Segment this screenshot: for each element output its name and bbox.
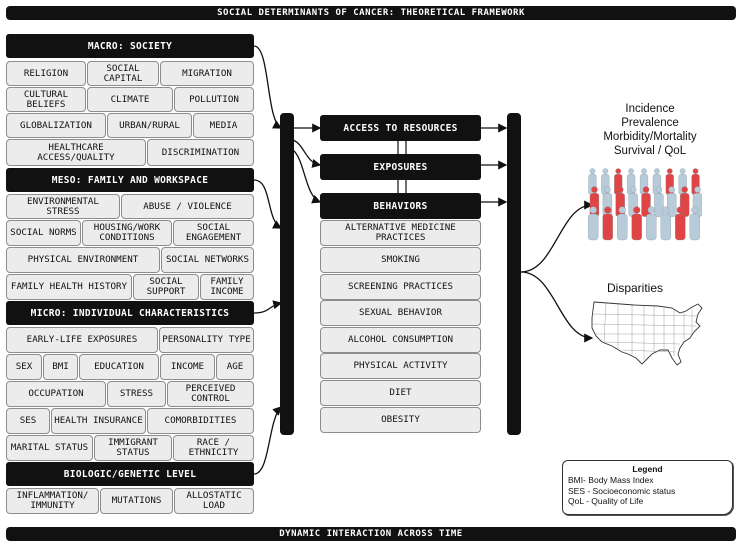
- behavior-screening: SCREENING PRACTICES: [320, 274, 481, 300]
- person-figure: [660, 206, 671, 241]
- outcome-labels: Incidence Prevalence Morbidity/Mortality…: [580, 102, 720, 158]
- behavior-diet: DIET: [320, 380, 481, 406]
- crowd-people-icon: [588, 168, 702, 241]
- factor-age: AGE: [216, 354, 254, 380]
- person-figure: [654, 186, 664, 217]
- factor-healthcare-access: HEALTHCARE ACCESS/QUALITY: [6, 139, 146, 166]
- person-figure: [689, 206, 700, 241]
- factor-abuse-violence: ABUSE / VIOLENCE: [121, 194, 254, 219]
- page-title: SOCIAL DETERMINANTS OF CANCER: THEORETIC…: [6, 6, 736, 20]
- behavior-obesity: OBESITY: [320, 407, 481, 433]
- biologic-header: BIOLOGIC/GENETIC LEVEL: [6, 462, 254, 486]
- factor-social-support: SOCIAL SUPPORT: [133, 274, 199, 300]
- factor-income: INCOME: [160, 354, 215, 380]
- factor-perceived-control: PERCEIVED CONTROL: [167, 381, 254, 407]
- person-figure: [667, 186, 677, 217]
- factor-immigrant-status: IMMIGRANT STATUS: [94, 435, 172, 461]
- legend-title: Legend: [632, 464, 663, 474]
- footer-bar: DYNAMIC INTERACTION ACROSS TIME: [6, 527, 736, 541]
- right-vertical-bar: [507, 113, 521, 435]
- left-vertical-bar: [280, 113, 294, 435]
- factor-inflammation-immunity: INFLAMMATION/ IMMUNITY: [6, 488, 99, 514]
- factor-migration: MIGRATION: [160, 61, 254, 86]
- factor-social-norms: SOCIAL NORMS: [6, 220, 81, 246]
- behavior-alternative-medicine: ALTERNATIVE MEDICINE PRACTICES: [320, 220, 481, 246]
- person-figure: [675, 206, 686, 241]
- factor-family-income: FAMILY INCOME: [200, 274, 254, 300]
- arrow-meso: [253, 179, 283, 229]
- factor-stress: STRESS: [107, 381, 166, 407]
- factor-urban-rural: URBAN/RURAL: [107, 113, 192, 138]
- factor-occupation: OCCUPATION: [6, 381, 106, 407]
- arrow-bio: [253, 406, 282, 475]
- arrow-to-exposures: [292, 139, 322, 168]
- factor-climate: CLIMATE: [87, 87, 173, 112]
- factor-environmental-stress: ENVIRONMENTAL STRESS: [6, 194, 120, 219]
- outcome-survival-qol: Survival / QoL: [613, 145, 687, 157]
- micro-header: MICRO: INDIVIDUAL CHARACTERISTICS: [6, 301, 254, 325]
- factor-education: EDUCATION: [79, 354, 159, 380]
- factor-mutations: MUTATIONS: [100, 488, 173, 514]
- arrow-to-incidence: [520, 200, 594, 273]
- arrow-macro: [253, 45, 283, 129]
- factor-marital-status: MARITAL STATUS: [6, 435, 93, 461]
- person-figure: [602, 206, 613, 241]
- arrow-to-behaviors: [292, 149, 322, 204]
- legend-item-ses: SES - Socioeconomic status: [568, 485, 676, 496]
- factor-housing-work: HOUSING/WORK CONDITIONS: [82, 220, 172, 246]
- legend: Legend BMI- Body Mass Index SES - Socioe…: [562, 460, 733, 515]
- behavior-smoking: SMOKING: [320, 247, 481, 273]
- person-figure: [588, 206, 599, 241]
- factor-family-health-history: FAMILY HEALTH HISTORY: [6, 274, 132, 300]
- legend-item-bmi: BMI- Body Mass Index: [568, 475, 654, 485]
- factor-sex: SEX: [6, 354, 42, 380]
- behavior-physical-activity: PHYSICAL ACTIVITY: [320, 353, 481, 379]
- person-figure: [617, 206, 628, 241]
- arrow-micro: [253, 300, 283, 314]
- legend-item-qol: QoL - Quality of Life: [568, 496, 644, 506]
- outcome-incidence: Incidence: [625, 103, 675, 115]
- factor-physical-environment: PHYSICAL ENVIRONMENT: [6, 247, 160, 273]
- meso-header: MESO: FAMILY AND WORKSPACE: [6, 168, 254, 192]
- behavior-sexual: SEXUAL BEHAVIOR: [320, 300, 481, 326]
- factor-cultural-beliefs: CULTURAL BELIEFS: [6, 87, 86, 112]
- outcome-prevalence: Prevalence: [621, 117, 679, 129]
- factor-social-networks: SOCIAL NETWORKS: [161, 247, 254, 273]
- person-figure: [646, 206, 657, 241]
- factor-globalization: GLOBALIZATION: [6, 113, 106, 138]
- factor-discrimination: DISCRIMINATION: [147, 139, 254, 166]
- behaviors-box: BEHAVIORS: [320, 193, 481, 219]
- exposures-box: EXPOSURES: [320, 154, 481, 180]
- behavior-alcohol: ALCOHOL CONSUMPTION: [320, 327, 481, 353]
- factor-religion: RELIGION: [6, 61, 86, 86]
- factor-personality-type: PERSONALITY TYPE: [159, 327, 254, 353]
- factor-social-capital: SOCIAL CAPITAL: [87, 61, 159, 86]
- factor-allostatic-load: ALLOSTATIC LOAD: [174, 488, 254, 514]
- factor-ses: SES: [6, 408, 50, 434]
- person-figure: [631, 206, 642, 241]
- disparities-label: Disparities: [606, 281, 663, 295]
- factor-media: MEDIA: [193, 113, 254, 138]
- factor-pollution: POLLUTION: [174, 87, 254, 112]
- access-to-resources-box: ACCESS TO RESOURCES: [320, 115, 481, 141]
- factor-race-ethnicity: RACE / ETHNICITY: [173, 435, 254, 461]
- factor-bmi: BMI: [43, 354, 78, 380]
- factor-early-life-exposures: EARLY-LIFE EXPOSURES: [6, 327, 158, 353]
- factor-comorbidities: COMORBIDITIES: [147, 408, 254, 434]
- arrow-to-disparities: [520, 271, 594, 343]
- factor-health-insurance: HEALTH INSURANCE: [51, 408, 146, 434]
- factor-social-engagement: SOCIAL ENGAGEMENT: [173, 220, 254, 246]
- us-map-icon: [591, 301, 703, 366]
- outcome-morbidity-mortality: Morbidity/Mortality: [603, 131, 697, 143]
- macro-header: MACRO: SOCIETY: [6, 34, 254, 58]
